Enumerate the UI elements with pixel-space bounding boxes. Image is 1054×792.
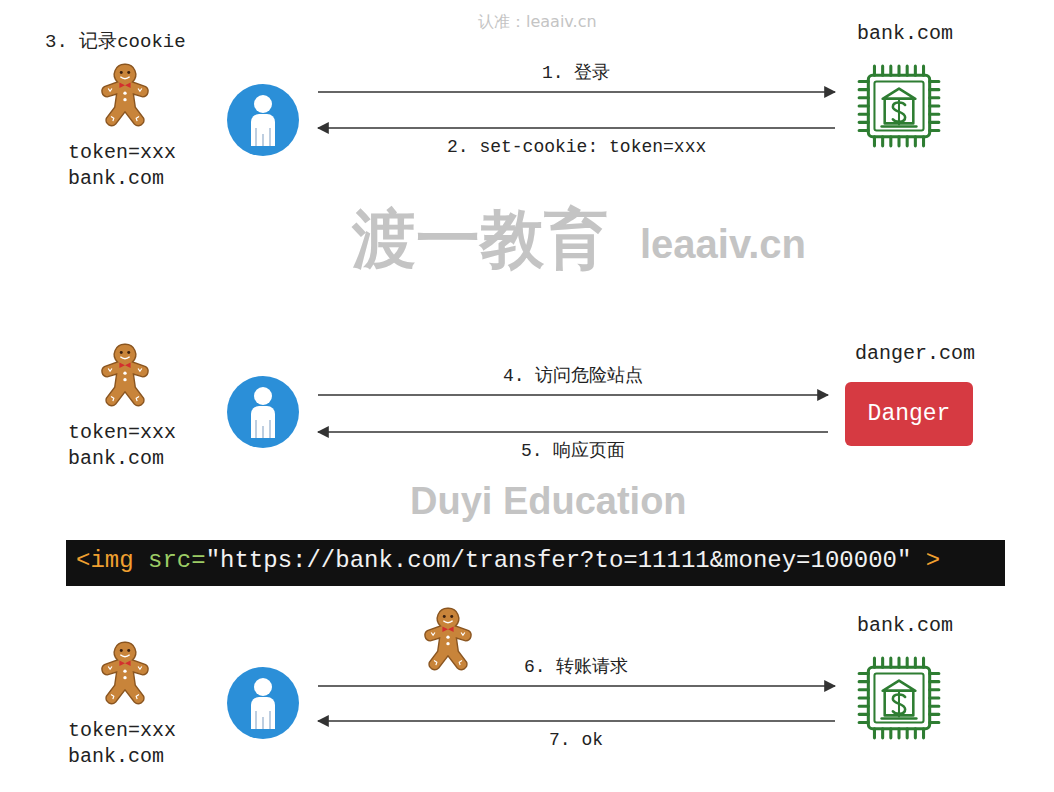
server-icon bbox=[859, 658, 939, 738]
watermark: 认准：leaaiv.cn bbox=[478, 12, 597, 33]
flow-arrow bbox=[318, 394, 828, 396]
user-node: token=xxx bank.com bbox=[40, 342, 310, 476]
step-note: 3. 记录cookie bbox=[45, 30, 186, 54]
code-token: <img bbox=[76, 547, 134, 574]
flow-arrow bbox=[318, 91, 835, 93]
edge-label: 5. 响应页面 bbox=[517, 440, 629, 462]
server-node: bank.com bbox=[843, 612, 967, 748]
site-name: danger.com bbox=[836, 342, 994, 366]
danger-label: Danger bbox=[868, 400, 951, 428]
server-name: bank.com bbox=[843, 22, 967, 46]
server-icon bbox=[859, 66, 939, 146]
user-icon bbox=[227, 84, 299, 156]
edge-label: 7. ok bbox=[545, 729, 607, 751]
code-token: "https://bank.com/transfer?to=11111&mone… bbox=[206, 547, 912, 574]
cookie-text: token=xxx bank.com bbox=[68, 718, 183, 770]
server-name: bank.com bbox=[843, 614, 967, 638]
watermark: 渡一教育 bbox=[352, 196, 608, 283]
server-node: bank.com bbox=[843, 20, 967, 156]
watermark: leaaiv.cn bbox=[640, 222, 806, 267]
user-icon bbox=[227, 667, 299, 739]
cookie-icon bbox=[102, 344, 148, 405]
cookie-text: token=xxx bank.com bbox=[68, 140, 183, 192]
edge-label: 2. set-cookie: token=xxx bbox=[443, 136, 710, 158]
flow-arrow bbox=[318, 720, 835, 722]
code-text: <img src="https://bank.com/transfer?to=1… bbox=[76, 540, 940, 582]
code-token: src= bbox=[134, 547, 206, 574]
code-bar: <img src="https://bank.com/transfer?to=1… bbox=[66, 540, 1005, 586]
cookie-icon bbox=[102, 642, 148, 703]
user-node: 3. 记录cookie token=xxx bank.com bbox=[40, 28, 310, 196]
flow-arrow bbox=[318, 431, 828, 433]
edge-label: 4. 访问危险站点 bbox=[499, 365, 647, 387]
flow-arrow bbox=[318, 685, 835, 687]
user-node: token=xxx bank.com bbox=[40, 640, 310, 774]
danger-node: danger.comDanger bbox=[836, 342, 994, 450]
edge-label: 6. 转账请求 bbox=[520, 656, 632, 678]
cookie-text: token=xxx bank.com bbox=[68, 420, 183, 472]
cookie-icon bbox=[425, 608, 471, 669]
danger-box: Danger bbox=[845, 382, 973, 446]
flow-arrow bbox=[318, 127, 835, 129]
cookie-icon bbox=[102, 64, 148, 125]
edge-label: 1. 登录 bbox=[538, 62, 614, 84]
code-token: > bbox=[911, 547, 940, 574]
watermark: Duyi Education bbox=[410, 480, 687, 523]
user-icon bbox=[227, 376, 299, 448]
